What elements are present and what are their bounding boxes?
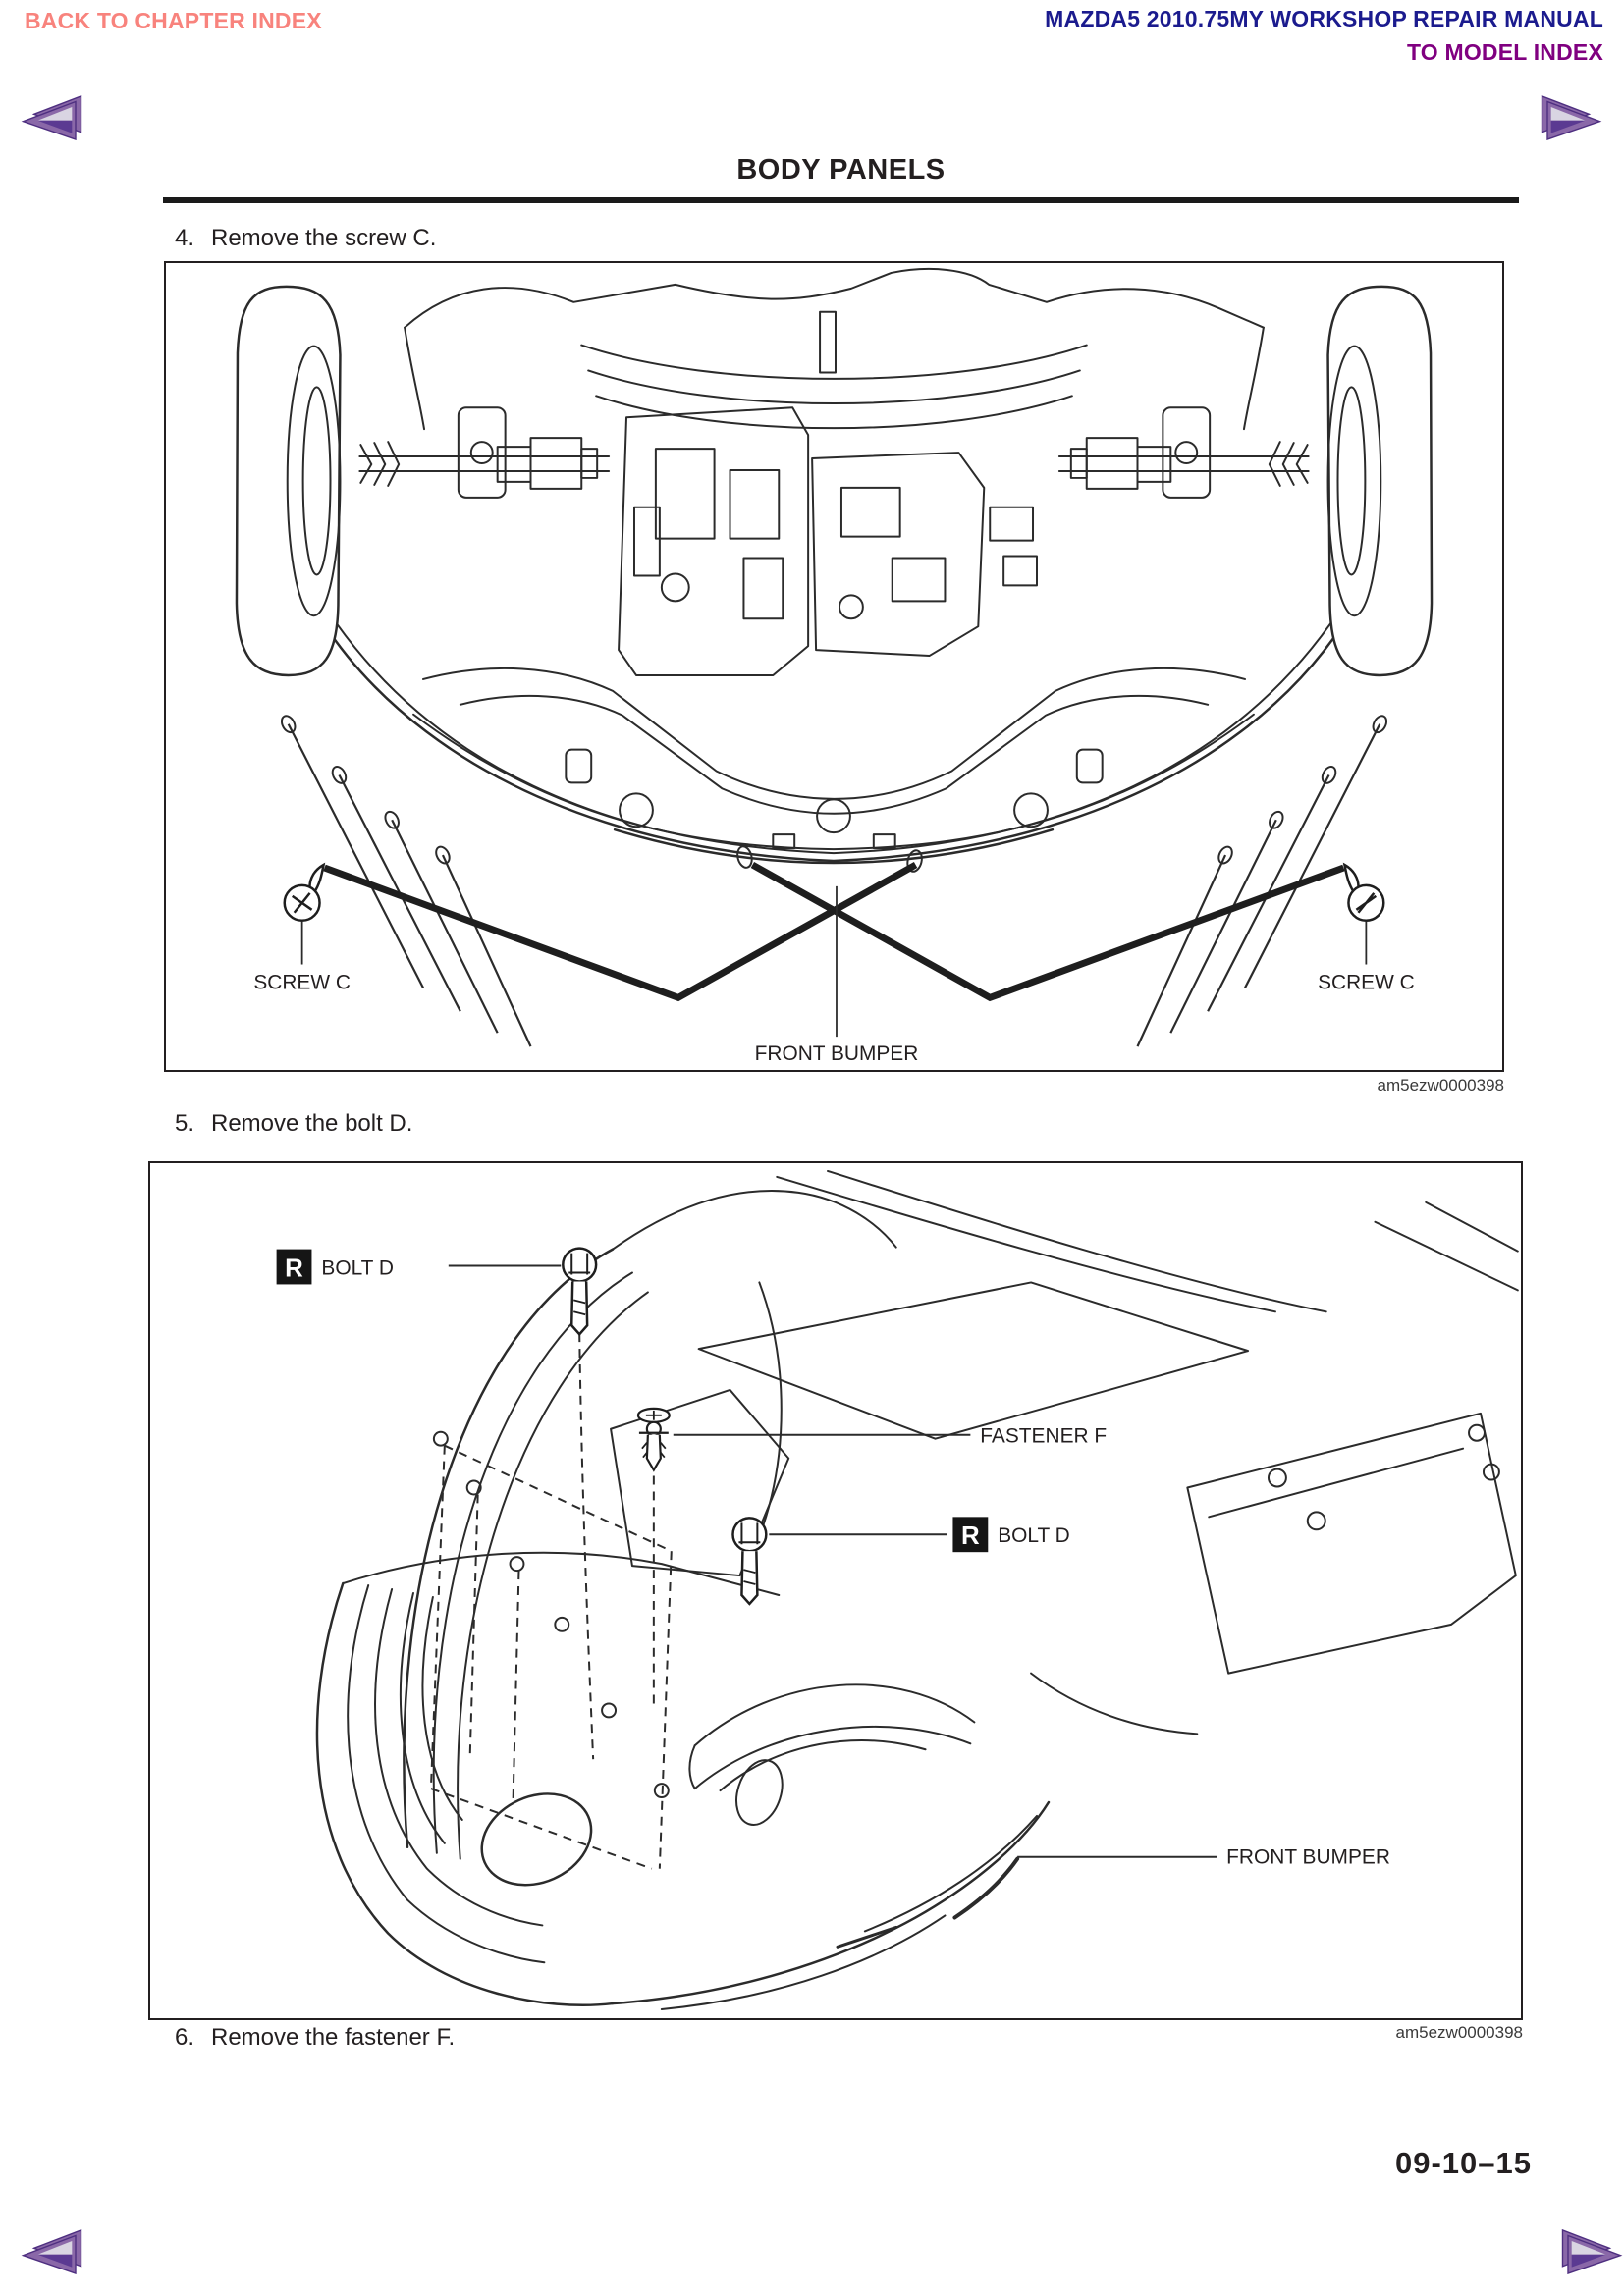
r-badge-top-letter: R bbox=[285, 1255, 303, 1282]
page-title: BODY PANELS bbox=[736, 154, 946, 186]
r-badge-mid-letter: R bbox=[961, 1522, 980, 1550]
step-4-number: 4. bbox=[175, 225, 195, 251]
page-number: 09-10–15 bbox=[1394, 2146, 1532, 2180]
screw-icon-left bbox=[283, 862, 326, 922]
label-front-bumper: FRONT BUMPER bbox=[1226, 1846, 1390, 1869]
label-screw-c-left: SCREW C bbox=[253, 971, 351, 993]
title-rule bbox=[163, 197, 1519, 203]
right-arrow-icon bbox=[1561, 2228, 1623, 2275]
front-corner-drawing bbox=[315, 1169, 1519, 2011]
prev-page-arrow-top[interactable] bbox=[21, 94, 85, 141]
left-arrow-icon bbox=[21, 2228, 82, 2275]
r-badge-top bbox=[276, 1249, 312, 1285]
figure-bolt-d: R BOLT D FASTENER F R BOLT D FRONT BUMPE… bbox=[148, 1161, 1523, 2020]
car-underside-drawing bbox=[235, 268, 1434, 873]
step-4: 4. Remove the screw C. bbox=[175, 225, 436, 252]
dashed-alignment-lines bbox=[429, 1333, 673, 1870]
label-leader-lines bbox=[448, 1264, 1217, 1858]
step-5-number: 5. bbox=[175, 1110, 195, 1137]
label-fastener-f: FASTENER F bbox=[980, 1425, 1107, 1448]
label-bolt-d-top: BOLT D bbox=[321, 1256, 394, 1279]
label-bolt-d-mid: BOLT D bbox=[998, 1524, 1070, 1547]
step-5-text: Remove the bolt D. bbox=[211, 1110, 413, 1137]
figure2-code: am5ezw0000398 bbox=[1395, 2023, 1523, 2042]
step-4-text: Remove the screw C. bbox=[211, 225, 437, 251]
step-6-text: Remove the fastener F. bbox=[211, 2024, 456, 2051]
step-6: 6. Remove the fastener F. bbox=[175, 2024, 455, 2052]
right-arrow-icon bbox=[1541, 94, 1602, 141]
fastener-icon bbox=[636, 1407, 671, 1471]
prev-page-arrow-bottom[interactable] bbox=[21, 2228, 85, 2275]
r-badge-mid bbox=[952, 1517, 989, 1553]
next-page-arrow-top[interactable] bbox=[1538, 94, 1602, 141]
screw-icon-right bbox=[1342, 862, 1385, 922]
next-page-arrow-bottom[interactable] bbox=[1558, 2228, 1623, 2275]
step-6-number: 6. bbox=[175, 2024, 195, 2051]
step-5: 5. Remove the bolt D. bbox=[175, 1110, 412, 1138]
label-front-bumper: FRONT BUMPER bbox=[755, 1042, 919, 1065]
back-to-chapter-link[interactable]: BACK TO CHAPTER INDEX bbox=[25, 8, 322, 33]
screw-hole-leader-lines bbox=[287, 723, 1381, 1047]
label-screw-c-right: SCREW C bbox=[1318, 971, 1415, 993]
figure1-code: am5ezw0000398 bbox=[1377, 1076, 1504, 1095]
manual-title-link[interactable]: MAZDA5 2010.75MY WORKSHOP REPAIR MANUAL bbox=[1045, 6, 1603, 31]
bolt-icon-top bbox=[562, 1247, 598, 1336]
left-arrow-icon bbox=[21, 94, 82, 141]
to-model-index-link[interactable]: TO MODEL INDEX bbox=[1406, 39, 1603, 65]
figure2-art: R BOLT D FASTENER F R BOLT D FRONT BUMPE… bbox=[276, 1169, 1519, 2011]
figure-screw-c: SCREW C SCREW C FRONT BUMPER bbox=[164, 261, 1504, 1072]
figure1-art: SCREW C SCREW C FRONT BUMPER bbox=[235, 268, 1434, 1065]
label-leader-lines bbox=[300, 885, 1368, 1038]
